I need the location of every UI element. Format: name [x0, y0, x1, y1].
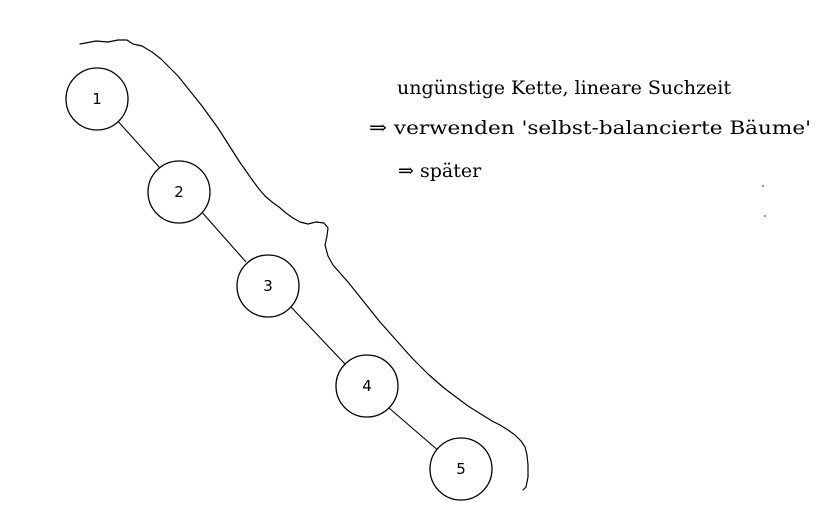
enclosing-brace: [79, 39, 529, 491]
stray-dot-2: [764, 215, 766, 217]
edge-4-5: [388, 407, 441, 453]
tree-node-3: 3: [236, 254, 300, 318]
tree-node-2: 2: [147, 160, 211, 224]
annotation-line-3: ⇒ später: [398, 160, 482, 182]
node-label-1: 1: [92, 90, 102, 108]
edge-1-2: [114, 117, 161, 169]
stray-dot-1: [762, 185, 764, 187]
node-label-3: 3: [263, 277, 273, 295]
tree-node-1: 1: [65, 67, 129, 131]
node-label-2: 2: [174, 183, 184, 201]
node-label-5: 5: [456, 460, 466, 478]
annotation-line-2: ⇒ verwenden 'selbst-balancierte Bäume': [369, 117, 811, 139]
node-label-4: 4: [362, 377, 372, 395]
annotation-line-1: ungünstige Kette, lineare Suchzeit: [397, 77, 731, 99]
tree-node-4: 4: [335, 354, 399, 418]
edge-3-4: [290, 306, 346, 365]
tree-node-5: 5: [429, 437, 493, 501]
edge-2-3: [199, 209, 247, 263]
